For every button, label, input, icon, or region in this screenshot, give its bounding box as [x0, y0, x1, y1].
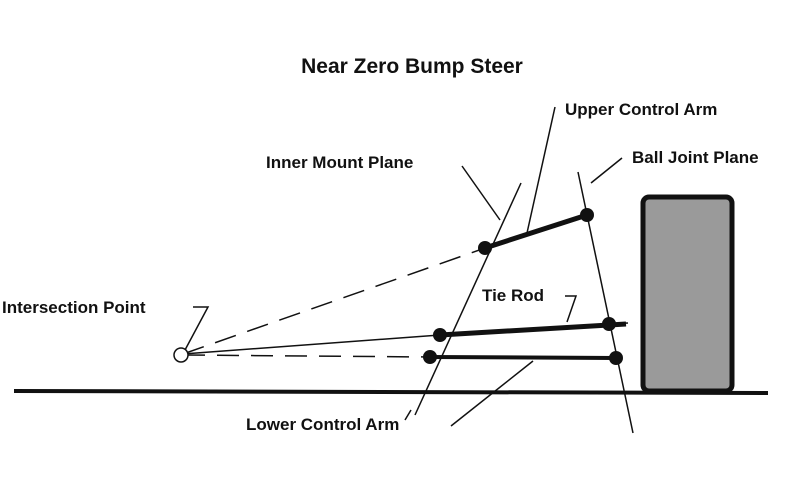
- lower-control-arm-label: Lower Control Arm: [246, 415, 399, 434]
- tie-rod-inner-joint: [433, 328, 447, 342]
- lower-control-arm: [429, 355, 617, 360]
- tie-rod-label: Tie Rod: [482, 286, 544, 305]
- ball-joint-plane-leader: [590, 157, 623, 184]
- upper-ball-joint: [580, 208, 594, 222]
- upper-control-arm: [484, 212, 588, 251]
- tie-rod: [439, 321, 627, 338]
- ground-line: [13, 389, 769, 395]
- inner-plane-lower-tick: [404, 409, 412, 421]
- inner-mount-plane-leader: [461, 165, 501, 221]
- lower-ball-joint: [609, 351, 623, 365]
- diagram-title: Near Zero Bump Steer: [301, 55, 523, 78]
- lower-control-arm-leader: [450, 360, 534, 427]
- upper-control-arm-leader: [526, 106, 556, 234]
- tie-rod-leader: [565, 295, 578, 323]
- tire: [640, 194, 735, 394]
- intersection-point-leader: [184, 306, 210, 351]
- ball-joint-plane-label: Ball Joint Plane: [632, 148, 759, 167]
- intersection-point-label: Intersection Point: [2, 298, 146, 317]
- inner-mount-plane-label: Inner Mount Plane: [266, 153, 413, 172]
- tie-rod-projection: [182, 334, 441, 355]
- lower-inner-joint: [423, 350, 437, 364]
- upper-arm-projection: [182, 247, 486, 355]
- lower-arm-projection: [182, 354, 431, 358]
- upper-inner-joint: [478, 241, 492, 255]
- tie-rod-outer-joint: [602, 317, 616, 331]
- intersection-point-marker: [173, 347, 189, 363]
- inner-mount-plane-line: [414, 182, 522, 416]
- upper-control-arm-label: Upper Control Arm: [565, 100, 717, 119]
